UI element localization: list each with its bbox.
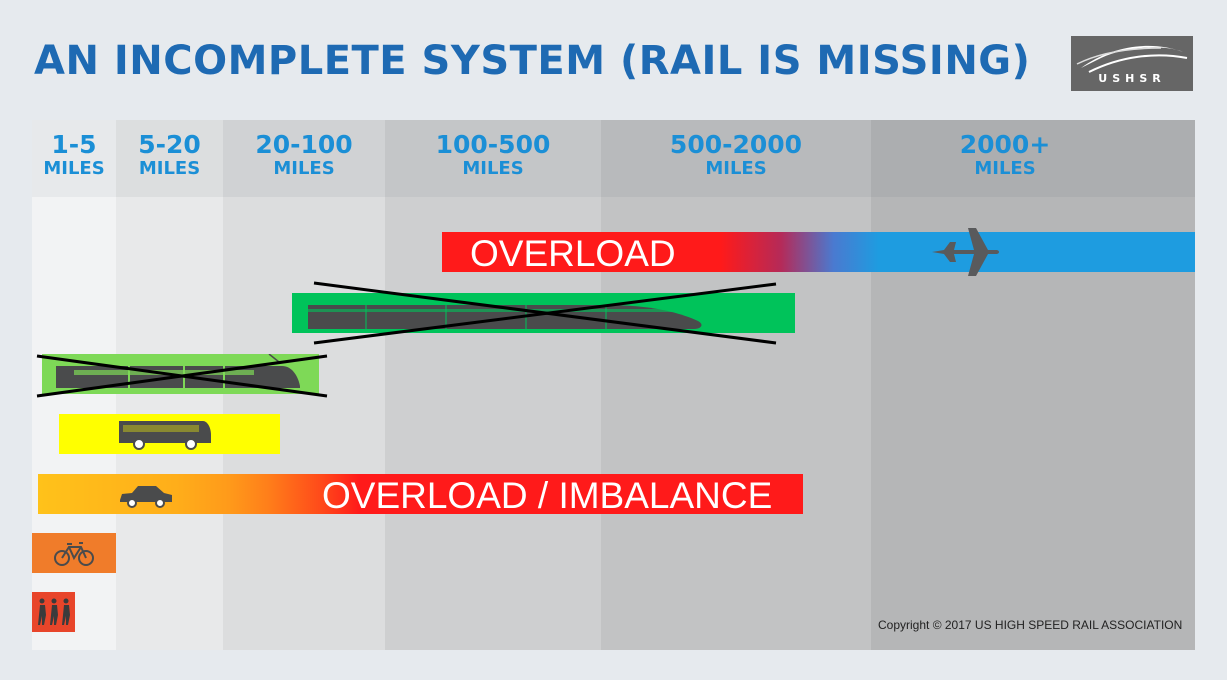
column-2000-plus: 2000+ MILES [871,120,1195,650]
column-header [116,120,223,197]
car-overload-label: OVERLOAD / IMBALANCE [322,475,773,516]
column-range-label: 1-5 [51,130,97,159]
column-header [385,120,601,197]
train-swoosh-icon [1076,45,1188,73]
high-speed-train-icon [308,305,702,329]
bicycle-icon [54,542,94,566]
car-bar: OVERLOAD / IMBALANCE [38,474,803,514]
column-range-label: 5-20 [138,130,201,159]
bus-icon [119,421,211,450]
column-header [223,120,385,197]
copyright-notice: Copyright © 2017 US HIGH SPEED RAIL ASSO… [878,618,1183,632]
column-range-label: 2000+ [959,130,1051,159]
column-500-2000: 500-2000 MILES [601,120,871,650]
column-unit-label: MILES [974,158,1036,179]
bicycle-bar [32,533,116,573]
ushsr-logo: USHSR [1071,36,1193,91]
column-unit-label: MILES [705,158,767,179]
walking-people-icon [38,598,70,625]
column-unit-label: MILES [462,158,524,179]
column-range-label: 20-100 [255,130,353,159]
commuter-rail-bar [42,354,319,394]
column-100-500: 100-500 MILES [385,120,601,650]
bus-bar [59,414,280,454]
commuter-train-icon [56,354,300,388]
column-header [601,120,871,197]
column-range-label: 500-2000 [669,130,803,159]
car-icon [120,486,172,508]
transport-chart: 1-5 MILES 5-20 MILES 20-100 MILES 100-50… [32,120,1195,650]
walking-bar [32,592,75,632]
logo-text: USHSR [1098,72,1166,85]
air-overload-label: OVERLOAD [470,233,676,274]
column-range-label: 100-500 [435,130,551,159]
air-travel-bar: OVERLOAD [442,228,1195,276]
high-speed-rail-bar [292,293,795,333]
column-unit-label: MILES [138,158,201,179]
column-unit-label: MILES [273,158,335,179]
column-header [871,120,1195,197]
airplane-icon [932,228,999,276]
column-unit-label: MILES [43,158,105,179]
page-title: AN INCOMPLETE SYSTEM (RAIL IS MISSING) [34,38,1031,84]
column-header [32,120,116,197]
